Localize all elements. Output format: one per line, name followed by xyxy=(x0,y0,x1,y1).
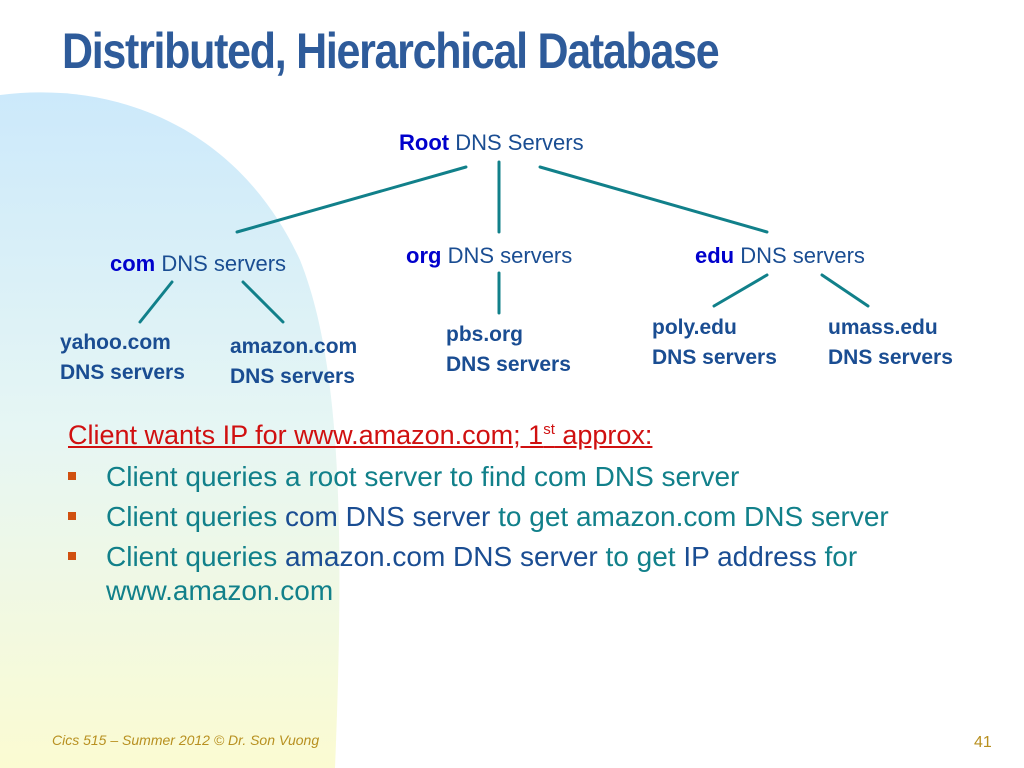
scenario-heading: Client wants IP for www.amazon.com; 1st … xyxy=(68,420,652,451)
bullet-item: Client queries amazon.com DNS server to … xyxy=(68,540,998,608)
pbs-servers-label: DNS servers xyxy=(446,353,571,376)
edu-to-umass-line xyxy=(820,273,870,308)
org-label: DNS servers xyxy=(447,243,573,268)
bullet-text-segment: amazon.com DNS server xyxy=(284,541,598,572)
footer-credit: Cics 515 – Summer 2012 © Dr. Son Vuong xyxy=(52,732,320,748)
edu-label: DNS servers xyxy=(740,243,865,268)
bullet-text-segment: IP address xyxy=(683,541,817,572)
pbs-dns-node: pbs.org DNS servers xyxy=(446,320,571,380)
poly-dns-node: poly.edu DNS servers xyxy=(652,313,777,373)
edu-keyword: edu xyxy=(695,243,735,268)
bullet-text-segment: Client queries xyxy=(106,501,285,532)
bullet-item: Client queries a root server to find com… xyxy=(68,460,998,494)
bullet-text-segment: com DNS server xyxy=(284,501,491,532)
bullet-square-icon xyxy=(68,472,76,480)
edu-to-poly-line xyxy=(712,273,769,308)
yahoo-servers-label: DNS servers xyxy=(60,361,185,384)
com-to-yahoo-line xyxy=(138,280,174,324)
root-dns-node: Root DNS Servers xyxy=(399,128,584,158)
heading-prefix: Client wants IP for www.amazon.com; 1 xyxy=(68,420,544,450)
yahoo-domain: yahoo.com xyxy=(60,331,171,354)
bullet-item: Client queries com DNS server to get ama… xyxy=(68,500,998,534)
root-to-edu-line xyxy=(538,165,769,234)
org-keyword: org xyxy=(406,243,442,268)
com-keyword: com xyxy=(110,251,156,276)
amazon-domain: amazon.com xyxy=(230,335,358,358)
amazon-servers-label: DNS servers xyxy=(230,365,355,388)
bullet-list: Client queries a root server to find com… xyxy=(68,460,998,614)
com-label: DNS servers xyxy=(161,251,287,276)
bullet-text-segment: Client queries a root server to find com… xyxy=(106,461,740,492)
umass-domain: umass.edu xyxy=(828,316,938,339)
bullet-square-icon xyxy=(68,552,76,560)
org-dns-node: org DNS servers xyxy=(406,241,572,271)
yahoo-dns-node: yahoo.com DNS servers xyxy=(60,328,185,388)
heading-suffix: approx: xyxy=(554,420,653,450)
poly-servers-label: DNS servers xyxy=(652,346,777,369)
bullet-square-icon xyxy=(68,512,76,520)
bullet-text-segment: to get xyxy=(597,541,684,572)
com-dns-node: com DNS servers xyxy=(110,249,286,279)
umass-dns-node: umass.edu DNS servers xyxy=(828,313,953,373)
slide-title: Distributed, Hierarchical Database xyxy=(62,23,720,79)
root-to-com-line xyxy=(235,165,468,234)
bullet-text-segment: to get amazon.com DNS server xyxy=(490,501,889,532)
poly-domain: poly.edu xyxy=(652,316,737,339)
com-to-amazon-line xyxy=(241,280,285,324)
pbs-domain: pbs.org xyxy=(446,323,523,346)
heading-superscript: st xyxy=(543,421,555,438)
root-label: DNS Servers xyxy=(455,130,584,155)
umass-servers-label: DNS servers xyxy=(828,346,953,369)
edu-dns-node: edu DNS servers xyxy=(695,241,865,271)
root-keyword: Root xyxy=(399,130,450,155)
page-number: 41 xyxy=(974,734,992,751)
bullet-text-segment: Client queries xyxy=(106,541,285,572)
bullet-text-segment: for www.amazon.com xyxy=(106,541,858,606)
amazon-dns-node: amazon.com DNS servers xyxy=(230,332,357,392)
